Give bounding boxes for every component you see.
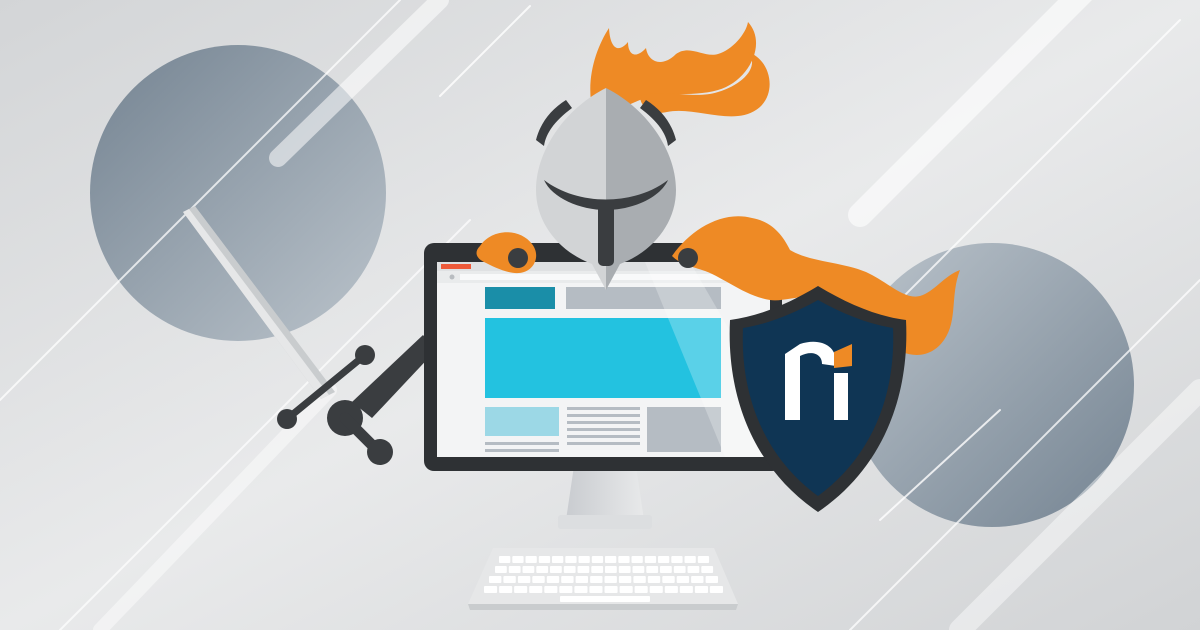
keyboard-key — [697, 556, 710, 563]
knight-helmet-icon — [536, 88, 676, 290]
keyboard-key — [532, 576, 545, 583]
keyboard-key — [565, 556, 577, 563]
keyboard-key — [691, 576, 704, 583]
keyboard-key — [503, 576, 516, 583]
keyboard-key — [664, 586, 678, 593]
keyboard-key — [522, 566, 535, 573]
keyboard-key — [544, 586, 558, 593]
keyboard-key — [550, 566, 562, 573]
keyboard-key — [618, 576, 632, 583]
keyboard-icon — [468, 548, 738, 610]
keyboard-key — [673, 566, 686, 573]
keyboard-key — [605, 556, 617, 563]
content-block-gray-top — [566, 287, 721, 309]
keyboard-key — [499, 556, 511, 563]
keyboard-key — [578, 556, 590, 563]
keyboard-key — [646, 566, 659, 573]
keyboard-key — [561, 576, 574, 583]
keyboard-key — [644, 556, 657, 563]
keyboard-key — [705, 576, 718, 583]
keyboard-key — [618, 566, 631, 573]
keyboard-key — [634, 586, 648, 593]
keyboard-key — [701, 566, 714, 573]
keyboard-spacebar — [560, 596, 650, 602]
keyboard-key — [552, 556, 564, 563]
keyboard-key — [660, 566, 672, 573]
keyboard-key — [684, 556, 696, 563]
keyboard-key — [559, 586, 573, 593]
keyboard-key — [687, 566, 700, 573]
keyboard-key — [619, 586, 633, 593]
monitor-stand — [558, 466, 652, 529]
keyboard-key — [577, 566, 590, 573]
knight-left-glove — [476, 232, 537, 274]
keyboard-key — [676, 576, 690, 583]
keyboard-key — [605, 566, 617, 573]
keyboard-key — [525, 556, 537, 563]
keyboard-key — [538, 556, 551, 563]
shield-icon — [729, 286, 907, 512]
keyboard-key — [618, 556, 630, 563]
keyboard-key — [658, 556, 670, 563]
keyboard-key — [631, 556, 643, 563]
keyboard-key — [679, 586, 693, 593]
keyboard-key — [589, 586, 603, 593]
content-block-teal — [485, 287, 555, 309]
keyboard-key — [529, 586, 543, 593]
content-banner — [485, 318, 721, 398]
keyboard-key — [489, 576, 502, 583]
keyboard-key — [671, 556, 683, 563]
keyboard-key — [647, 576, 661, 583]
keyboard-key — [662, 576, 675, 583]
keyboard-key — [604, 586, 618, 593]
keyboard-key — [694, 586, 708, 593]
keyboard-key — [514, 586, 528, 593]
keyboard-key — [709, 586, 723, 593]
keyboard-key — [546, 576, 560, 583]
content-block-gray-bottom — [647, 407, 721, 452]
keyboard-key — [632, 566, 645, 573]
keyboard-key — [591, 556, 604, 563]
keyboard-key — [484, 586, 498, 593]
keyboard-key — [495, 566, 507, 573]
keyboard-key — [591, 566, 604, 573]
keyboard-key — [590, 576, 603, 583]
keyboard-key — [574, 586, 588, 593]
keyboard-key — [563, 566, 576, 573]
keyboard-key — [575, 576, 588, 583]
ni-logo — [785, 341, 852, 420]
content-block-light-cyan — [485, 407, 559, 436]
plume-icon — [590, 22, 770, 117]
keyboard-key — [499, 586, 513, 593]
keyboard-key — [517, 576, 531, 583]
keyboard-key — [508, 566, 521, 573]
keyboard-key — [649, 586, 663, 593]
keyboard-key — [536, 566, 549, 573]
keyboard-key — [633, 576, 646, 583]
keyboard-key — [604, 576, 617, 583]
keyboard-key — [512, 556, 524, 563]
monitor-icon — [424, 243, 782, 471]
content-text-lines — [485, 407, 640, 452]
sword-icon — [183, 206, 436, 465]
